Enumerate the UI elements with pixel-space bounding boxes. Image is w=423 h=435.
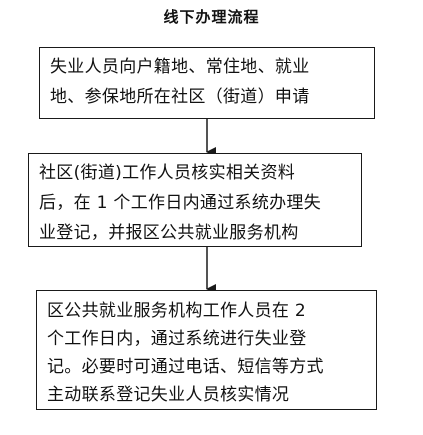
step-1-line-1: 失业人员向户籍地、常住地、就业 (50, 57, 310, 77)
flow-title: 线下办理流程 (163, 8, 260, 26)
step-2-line-2: 后，在 1 个工作日内通过系统办理失 (39, 193, 322, 213)
step-3-box: 区公共就业服务机构工作人员在 2 个工作日内，通过系统进行失业登 记。必要时可通… (36, 290, 377, 410)
step-3-line-1: 区公共就业服务机构工作人员在 2 (47, 301, 307, 321)
step-1-line-2: 地、参保地所在社区（街道）申请 (50, 87, 310, 107)
step-2-box: 社区(街道)工作人员核实相关资料 后，在 1 个工作日内通过系统办理失 业登记，… (28, 153, 362, 247)
step-3-line-3: 记。必要时可通过电话、短信等方式 (47, 357, 324, 377)
step-3-line-2: 个工作日内，通过系统进行失业登 (47, 329, 307, 349)
step-2-line-3: 业登记，并报区公共就业服务机构 (39, 223, 299, 243)
step-3-line-4: 主动联系登记失业人员核实情况 (47, 385, 290, 405)
step-1-box: 失业人员向户籍地、常住地、就业 地、参保地所在社区（街道）申请 (39, 47, 375, 119)
step-2-line-1: 社区(街道)工作人员核实相关资料 (39, 163, 296, 183)
